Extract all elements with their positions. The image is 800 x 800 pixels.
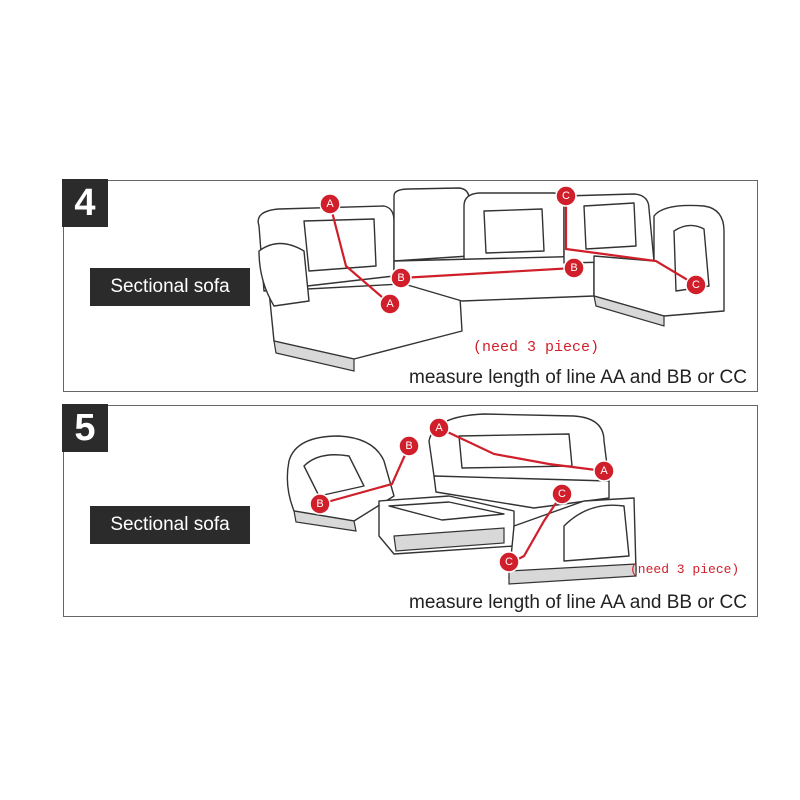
sofa-set-illustration: B B A A C C xyxy=(286,413,637,585)
svg-text:B: B xyxy=(316,498,323,510)
step-number-badge: 5 xyxy=(62,404,108,452)
marker-b-bottom: B xyxy=(309,493,331,515)
panel-4: 4 Sectional sofa A A B xyxy=(62,179,758,392)
svg-text:B: B xyxy=(397,272,404,284)
marker-b-right: B xyxy=(563,257,585,279)
marker-c-bottom: C xyxy=(498,551,520,573)
sectional-sofa-illustration: A A B B C C xyxy=(257,185,725,372)
svg-text:A: A xyxy=(386,298,394,310)
measurement-caption: measure length of line AA and BB or CC xyxy=(409,367,747,388)
svg-text:C: C xyxy=(692,279,700,291)
svg-text:A: A xyxy=(600,465,608,477)
svg-text:A: A xyxy=(326,198,334,210)
marker-c-top: C xyxy=(555,185,577,207)
measurement-caption: measure length of line AA and BB or CC xyxy=(409,592,747,613)
svg-text:B: B xyxy=(570,262,577,274)
svg-text:A: A xyxy=(435,422,443,434)
piece-count-note: (need 3 piece) xyxy=(473,339,600,356)
marker-a-right: A xyxy=(593,460,615,482)
marker-a-left: A xyxy=(428,417,450,439)
marker-c-top: C xyxy=(551,483,573,505)
panel-5: 5 Sectional sofa B B A A xyxy=(62,404,758,617)
marker-c-bottom: C xyxy=(685,274,707,296)
sofa-type-label: Sectional sofa xyxy=(90,506,250,544)
piece-count-note: (need 3 piece) xyxy=(630,562,740,577)
marker-b-left: B xyxy=(390,267,412,289)
marker-a-bottom: A xyxy=(379,293,401,315)
marker-b-top: B xyxy=(398,435,420,457)
sofa-type-label: Sectional sofa xyxy=(90,268,250,306)
step-number-badge: 4 xyxy=(62,179,108,227)
svg-text:C: C xyxy=(558,488,566,500)
svg-text:B: B xyxy=(405,440,412,452)
svg-text:C: C xyxy=(505,556,513,568)
svg-text:C: C xyxy=(562,190,570,202)
marker-a-top: A xyxy=(319,193,341,215)
